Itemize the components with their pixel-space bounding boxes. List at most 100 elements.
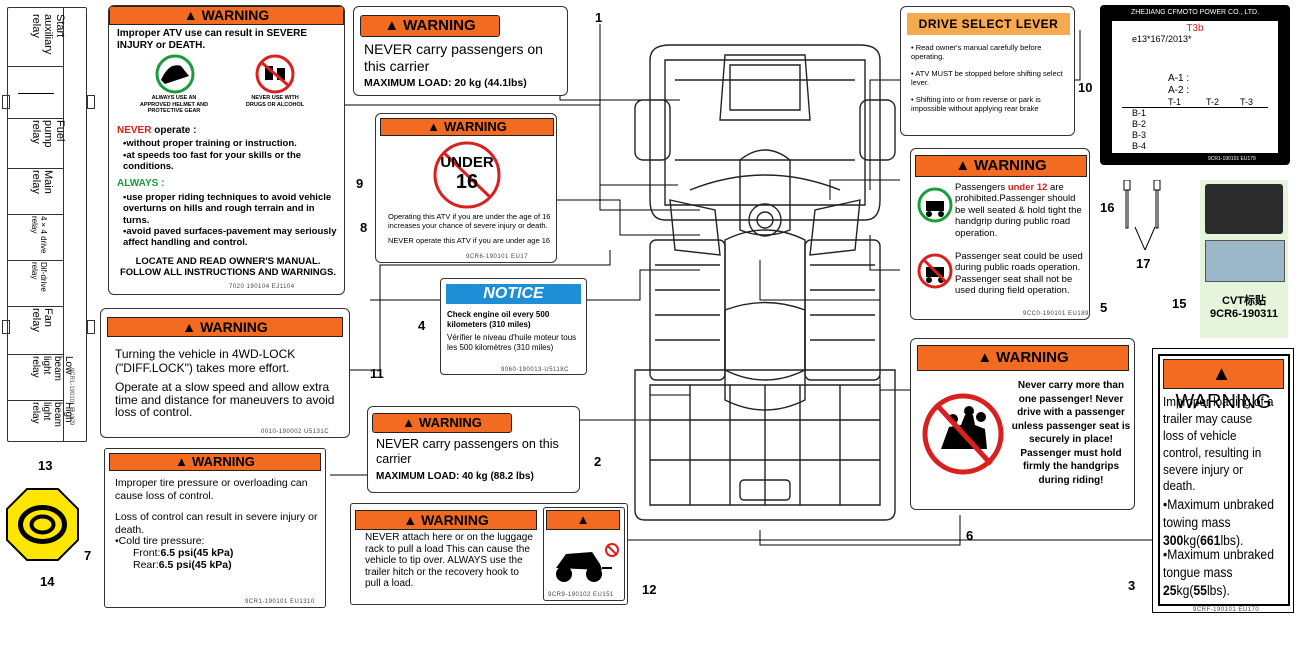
label7-p2: Loss of control can result in severe inj… <box>115 511 318 536</box>
nameplate-b-row: B-2 <box>1132 119 1147 129</box>
label5-code: 9CC0-190101 EU189 <box>1023 311 1089 317</box>
relay-item: Low beam light relay <box>30 356 74 382</box>
label10-item: • Shifting into or from reverse or park … <box>911 95 1041 113</box>
label3-code: 9CRF-190101 EU170 <box>1193 607 1260 613</box>
label7-p3: •Cold tire pressure: <box>115 535 205 547</box>
never-title: NEVER <box>117 125 152 136</box>
label1-line2: MAXIMUM LOAD: 20 kg (44.1lbs) <box>364 77 527 89</box>
yellow-octagon-sticker <box>6 488 79 561</box>
relay-item: Start auxiliary relay <box>30 14 66 55</box>
label3-p2: •Maximum unbraked towing mass 300kg(661l… <box>1163 497 1274 549</box>
label11-p1: Turning the vehicle in 4WD-LOCK ("DIFF.L… <box>115 347 296 376</box>
warning-header: ▲WARNING <box>380 118 554 136</box>
cvt-code: 9CR6-190311 <box>1210 308 1278 320</box>
nameplate-code: 9CR1-190101 EU179 <box>1208 156 1256 162</box>
label5-text2: Passenger seat could be used during publ… <box>955 251 1083 297</box>
strip-tab <box>2 320 10 334</box>
warning-header: ▲WARNING <box>372 413 512 433</box>
never-item: •without proper training or instruction. <box>123 138 297 149</box>
relay-item: Dif-drive relay <box>30 262 48 292</box>
icon2-caption: NEVER USE WITH DRUGS OR ALCOHOL <box>245 95 305 108</box>
label1-line1: NEVER carry passengers on this carrier <box>364 41 543 74</box>
notice-label-4: NOTICE Check engine oil every 500 kilome… <box>440 278 587 375</box>
warning-header: ▲WARNING <box>917 345 1129 371</box>
callout-6: 6 <box>966 528 974 543</box>
nameplate-maker: ZHEJIANG CFMOTO POWER CO., LTD. <box>1130 9 1260 16</box>
no-multiple-passengers-icon <box>922 393 1004 475</box>
label7-code: 9CR1-190101 EU1310 <box>245 599 315 605</box>
nameplate-t-header: T-3 <box>1240 97 1254 107</box>
drive-select-lever-label: DRIVE SELECT LEVER • Read owner's manual… <box>900 6 1075 136</box>
label8-text1: Operating this ATV if you are under the … <box>388 212 551 230</box>
label2-line2: MAXIMUM LOAD: 40 kg (88.2 lbs) <box>376 471 534 482</box>
notice-line1: Check engine oil every 500 kilometers (3… <box>447 310 550 329</box>
nameplate-a1: A-1 : <box>1168 73 1190 84</box>
label7-p1: Improper tire pressure or overloading ca… <box>115 477 308 502</box>
relay-item: Fan relay <box>30 308 54 332</box>
label5-text1: Passengers under 12 are prohibited.Passe… <box>955 182 1082 239</box>
warning-header: ▲WARNING <box>1163 359 1284 413</box>
label11-code: 0010-190002 U5131C <box>261 429 330 435</box>
strip-tab <box>87 320 95 334</box>
label8-code: 9CR6-190101 EU17 <box>466 254 529 260</box>
label3-p3: •Maximum unbraked tongue mass 25kg(55lbs… <box>1163 547 1274 599</box>
label10-title: DRIVE SELECT LEVER <box>907 13 1070 35</box>
nameplate-label: ZHEJIANG CFMOTO POWER CO., LTD. T3b e13*… <box>1100 5 1290 165</box>
strip-tab <box>87 95 95 109</box>
callout-9: 9 <box>356 176 364 191</box>
never-suffix: operate : <box>151 125 197 136</box>
label11-p2: Operate at a slow speed and allow extra … <box>115 380 335 420</box>
relay-item: 4×4 drive relay <box>30 216 48 254</box>
label8-under: UNDER <box>440 154 494 171</box>
atv-top-view-diagram <box>634 44 896 521</box>
cvt-title: CVT标贴 <box>1222 295 1266 307</box>
nameplate-b-row: B-3 <box>1132 130 1147 140</box>
warning-header: ▲WARNING <box>109 6 344 25</box>
no-drugs-alcohol-icon <box>255 54 295 94</box>
callout-7: 7 <box>84 548 92 563</box>
warning-label-6: ▲WARNING Never carry more than one passe… <box>910 338 1135 510</box>
warning-label-2: ▲WARNING NEVER carry passengers on this … <box>367 406 580 493</box>
nameplate-model: T3b <box>1186 23 1204 34</box>
callout-14: 14 <box>40 574 55 589</box>
callout-8: 8 <box>360 220 368 235</box>
always-title: ALWAYS : <box>117 178 165 189</box>
label8-age: 16 <box>455 171 479 193</box>
callout-5: 5 <box>1100 300 1108 315</box>
callout-1: 1 <box>595 10 603 25</box>
nameplate-approval: e13*167/2013* <box>1132 34 1192 44</box>
callout-11: 11 <box>370 366 384 381</box>
never-item: •at speeds too fast for your skills or t… <box>123 150 302 173</box>
label9-footer: LOCATE AND READ OWNER'S MANUAL. FOLLOW A… <box>119 256 337 279</box>
callout-12: 12 <box>642 582 657 597</box>
notice-title: NOTICE <box>446 284 581 304</box>
relay-label-strip: Start auxiliary relay Fuel pump relay Ma… <box>7 7 87 442</box>
relay-item: Main relay <box>30 170 54 194</box>
warning-label-7: ▲WARNING Improper tire pressure or overl… <box>104 448 326 608</box>
helmet-icon <box>155 54 195 94</box>
callout-10: 10 <box>1078 80 1093 95</box>
relay-item: Fuel pump relay <box>30 120 66 148</box>
cvt-label: CVT标贴 9CR6-190311 <box>1200 180 1288 338</box>
warning-header: ▲WARNING <box>109 453 321 471</box>
passenger-allowed-icon <box>917 187 953 223</box>
label9-intro: Improper ATV use can result in SEVERE IN… <box>117 28 308 51</box>
nameplate-b-row: B-1 <box>1132 108 1147 118</box>
label9-code: 7020 190104 EJ1104 <box>229 284 295 290</box>
nameplate-t-header: T-1 <box>1168 97 1182 107</box>
warning-header: ▲WARNING <box>915 155 1087 177</box>
icon1-caption: ALWAYS USE AN APPROVED HELMET AND PROTEC… <box>139 95 209 115</box>
warning-header: ▲WARNING <box>360 15 500 37</box>
callout-4: 4 <box>418 318 426 333</box>
notice-line2: Vérifier le niveau d'huile moteur tous l… <box>447 333 577 352</box>
label7-rear: Rear:6.5 psi(45 kPa) <box>133 559 232 571</box>
nameplate-t-header: T-2 <box>1206 97 1220 107</box>
notice-code: 9060-190013-U5118C <box>501 367 569 373</box>
pointer-arrows <box>1134 226 1156 251</box>
label7-front: Front:6.5 psi(45 kPa) <box>133 547 234 559</box>
no-under-16-icon <box>433 141 501 209</box>
label3-p1: Improper loading of a trailer may cause … <box>1163 394 1274 494</box>
callout-15: 15 <box>1172 296 1187 311</box>
warning-label-9: ▲WARNING Improper ATV use can result in … <box>108 5 345 295</box>
warning-label-8: ▲WARNING UNDER 16 Operating this ATV if … <box>375 113 557 263</box>
